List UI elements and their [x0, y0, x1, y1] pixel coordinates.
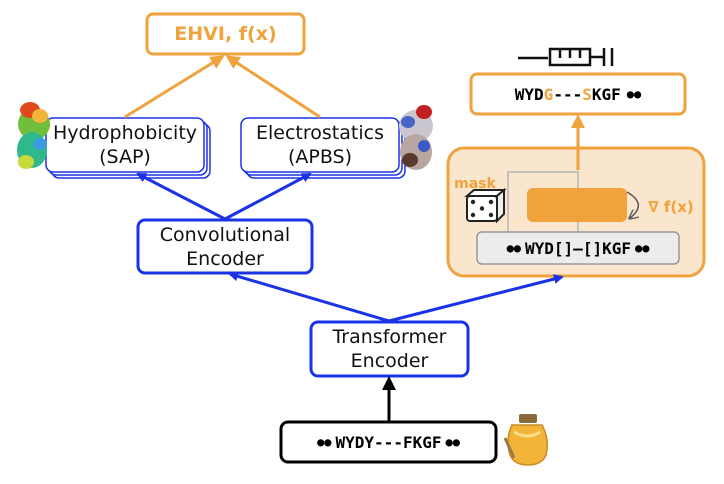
output-seq-label: WYD G --- S KGF ●● — [471, 74, 685, 114]
electrostatics-line1: Electrostatics — [256, 122, 384, 144]
hydrophobicity-line1: Hydrophobicity — [52, 122, 198, 144]
output-seq-middle: --- — [553, 84, 583, 104]
output-seq-prefix: WYD — [514, 84, 544, 104]
arrow-conv-to-hydro — [136, 172, 226, 221]
gradient-text: ∇ f(x) — [648, 198, 694, 216]
objective-label: EHVI, f(x) — [147, 14, 304, 54]
syringe-icon — [518, 47, 614, 67]
ellipsis-dots: ●● — [445, 435, 460, 449]
masked-seq-box — [476, 231, 680, 265]
honey-jar-icon — [503, 414, 549, 466]
arrow-transformer-to-generator — [388, 274, 564, 323]
output-seq-mutation-2: S — [582, 84, 592, 104]
input-seq-label: ●● WYDY---FKGF ●● — [281, 422, 496, 462]
masked-seq-label: ●● WYD[]—[]KGF ●● — [477, 232, 679, 264]
conv-encoder-box — [136, 218, 314, 275]
electrostatics-label: Electrostatics (APBS) — [241, 118, 399, 172]
arrow-transformer-to-conv — [228, 271, 390, 323]
transformer-line1: Transformer — [332, 326, 447, 348]
objective-box — [145, 12, 306, 56]
masked-seq-text: WYD[]—[]KGF — [525, 238, 631, 258]
gradient-label: ∇ f(x) — [640, 196, 702, 218]
hydrophobicity-line2: (SAP) — [99, 146, 151, 168]
arrow-electro-to-objective — [225, 55, 321, 119]
mask-text: mask — [454, 176, 496, 192]
output-seq-mutation-1: G — [543, 84, 554, 104]
objective-text: EHVI, f(x) — [174, 23, 277, 45]
hydrophobicity-label: Hydrophobicity (SAP) — [46, 118, 204, 172]
conv-encoder-line2: Encoder — [186, 247, 264, 270]
ellipsis-dots: ●● — [506, 241, 522, 255]
input-seq-text: WYDY---FKGF — [335, 432, 442, 452]
input-seq-box — [279, 420, 498, 464]
ellipsis-dots: ●● — [634, 241, 650, 255]
gradient-curve — [626, 191, 638, 218]
ellipsis-dots: ●● — [317, 435, 332, 449]
transformer-line2: Encoder — [350, 350, 429, 372]
electrostatics-line2: (APBS) — [287, 146, 353, 168]
dice-icon — [464, 187, 507, 224]
transformer-label: Transformer Encoder — [311, 322, 468, 376]
protein-surface-icon — [17, 102, 50, 169]
decoder-block — [527, 188, 627, 222]
arrow-conv-to-electro — [224, 172, 312, 221]
conv-encoder-line1: Convolutional — [159, 223, 291, 246]
conv-encoder-label: Convolutional Encoder — [138, 220, 312, 273]
electrostatics-box — [240, 117, 400, 173]
protein-surface-icon — [399, 105, 433, 170]
output-seq-suffix: KGF — [591, 84, 621, 104]
mask-label: mask — [452, 174, 498, 194]
arrow-hydro-to-objective — [124, 55, 225, 119]
ellipsis-dots: ●● — [626, 87, 642, 101]
